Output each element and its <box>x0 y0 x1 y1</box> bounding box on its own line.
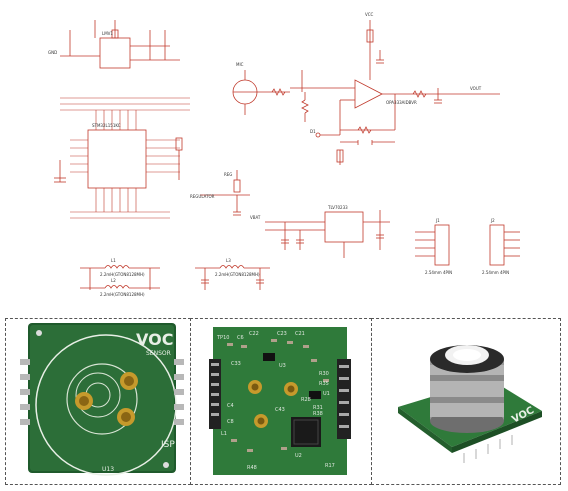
gold-pin-3 <box>117 408 135 426</box>
photo-board-bottom: VOC SENSOR ISP U13 <box>5 318 191 485</box>
net-gnd-label: GND <box>48 50 57 55</box>
u13-label: U13 <box>102 466 114 473</box>
regulator-label: REGULATOR <box>190 194 215 199</box>
j2-desc: 2.54mm 4PIN <box>482 270 509 275</box>
ref-label: R38 <box>313 411 323 417</box>
u5-label: REG <box>224 172 232 177</box>
sensor-sub-label: SENSOR <box>146 350 171 357</box>
j2-label: J2 <box>490 218 495 223</box>
mic-label: MIC <box>236 62 244 67</box>
l1-label: L1 <box>111 258 116 263</box>
top-gold-pin-1 <box>248 380 262 394</box>
board-photos-row: VOC SENSOR ISP U13 <box>5 318 561 485</box>
isp-label: ISP <box>161 440 175 450</box>
ref-label: R35 <box>319 381 329 387</box>
l3-value: 2.2mH(GTON8128MH) <box>215 272 260 277</box>
voc-brand-text: VOC <box>136 330 173 349</box>
pcb-top-body <box>213 327 347 475</box>
ref-label: L1 <box>221 431 227 437</box>
l1-value: 2.2mH(GTON8128MH) <box>100 272 145 277</box>
j2-connector-body <box>489 224 505 266</box>
j1-connector-body <box>434 224 450 266</box>
u3-label: OPA333AIDBVR <box>386 100 417 105</box>
net-vcc-label: VCC <box>365 12 374 17</box>
board-top-image: TP10 C6 C22 C23 C21 R30 R35 U3 C33 R28 R… <box>191 319 371 484</box>
l2-value: 2.2mH(GTON8128MH) <box>100 292 145 297</box>
net-vout-label: VOUT <box>470 86 482 91</box>
l2-label: L2 <box>111 278 116 283</box>
ref-label: U3 <box>279 363 286 369</box>
ref-label: C23 <box>277 331 287 337</box>
ref-label: R48 <box>247 465 257 471</box>
circuit-schematic: LMV1 STM32L151KC OPA333AIDBVR TLV70233 R… <box>48 12 520 297</box>
u1-label: LMV1 <box>102 31 113 36</box>
ref-label: TP10 <box>216 335 229 341</box>
l3-inductor <box>219 265 245 269</box>
j1-desc: 2.54mm 4PIN <box>425 270 452 275</box>
l2-inductor <box>104 285 130 289</box>
ref-label: C4 <box>227 403 234 409</box>
small-ic-u1 <box>309 391 321 399</box>
board-bottom-image: VOC SENSOR ISP U13 <box>6 319 190 484</box>
l1-inductor <box>104 265 130 269</box>
top-gold-pin-2 <box>284 382 298 396</box>
small-ic-u3 <box>263 353 275 361</box>
photo-assembled-module: VOC <box>371 318 561 485</box>
ref-label: C33 <box>231 361 241 367</box>
u1-ic-body <box>99 37 131 69</box>
u4-ldo-body <box>324 211 364 243</box>
photo-board-top: TP10 C6 C22 C23 C21 R30 R35 U3 C33 R28 R… <box>190 318 372 485</box>
gold-pin-1 <box>75 392 93 410</box>
ref-label: U2 <box>295 453 302 459</box>
ref-label: U1 <box>323 391 330 397</box>
d1-label: D1 <box>310 129 316 134</box>
module-image: VOC <box>372 319 560 484</box>
u2-label: STM32L151KC <box>92 123 121 128</box>
mcu-chip <box>291 417 321 447</box>
top-gold-pin-3 <box>254 414 268 428</box>
u4-label: TLV70233 <box>327 205 348 210</box>
j1-label: J1 <box>435 218 440 223</box>
ref-label: R30 <box>319 371 329 377</box>
gold-pin-2 <box>120 372 138 390</box>
ref-label: C21 <box>295 331 305 337</box>
ref-label: C6 <box>237 335 244 341</box>
ref-label: R17 <box>325 463 335 469</box>
ref-label: C43 <box>275 407 285 413</box>
net-vbat-label: VBAT <box>250 215 261 220</box>
ref-label: C8 <box>227 419 234 425</box>
ref-label: C22 <box>249 331 259 337</box>
ref-label: R28 <box>301 397 311 403</box>
ref-label: R31 <box>313 405 323 411</box>
u3-opamp-symbol <box>354 79 383 109</box>
l3-label: L3 <box>226 258 231 263</box>
u2-mcu-body <box>87 129 147 189</box>
